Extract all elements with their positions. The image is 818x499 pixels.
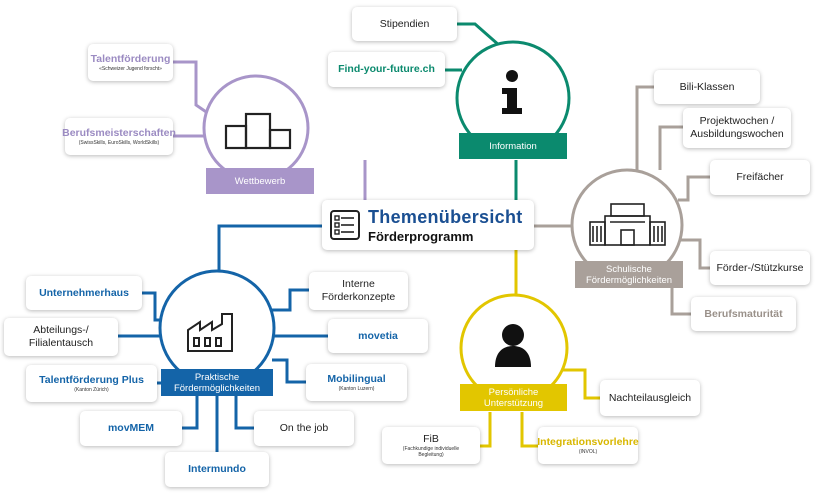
praktische-label-text: Praktische Fördermöglichkeiten xyxy=(173,371,261,394)
schulische-label-text: Schulische Fördermöglichkeiten xyxy=(585,263,673,286)
movetia-box[interactable]: movetia xyxy=(328,319,428,353)
item-title: Projektwochen / Ausbildungswochen xyxy=(690,115,784,140)
item-subtitle: (Kanton Zürich) xyxy=(74,387,109,393)
talentfoerderung-box[interactable]: Talentförderung «Schweizer Jugend forsch… xyxy=(88,44,173,81)
central-subtitle: Förderprogramm xyxy=(368,229,474,244)
mobilingual-box[interactable]: Mobilingual (Kanton Luzern) xyxy=(306,364,407,401)
item-title: Förder-/Stützkurse xyxy=(716,261,804,274)
item-title: Talentförderung Plus xyxy=(39,374,144,386)
talentfoerderung-plus-box[interactable]: Talentförderung Plus (Kanton Zürich) xyxy=(26,365,157,402)
foerder-stuetzkurse-box[interactable]: Förder-/Stützkurse xyxy=(710,251,810,285)
projektwochen-box[interactable]: Projektwochen / Ausbildungswochen xyxy=(683,108,791,148)
item-title: Find-your-future.ch xyxy=(338,63,435,75)
item-title: Nachteilausgleich xyxy=(608,391,692,404)
information-label-text: Information xyxy=(489,140,537,152)
information-label[interactable]: Information xyxy=(459,133,567,159)
item-subtitle: (Fachkundige individuelle Begleitung) xyxy=(402,446,460,458)
wettbewerb-label-text: Wettbewerb xyxy=(234,175,286,187)
item-title: On the job xyxy=(279,422,329,434)
item-title: Stipendien xyxy=(379,17,430,30)
school-building-icon xyxy=(589,203,666,246)
praktische-label[interactable]: Praktische Fördermöglichkeiten xyxy=(161,369,273,396)
list-document-icon xyxy=(330,210,360,240)
item-subtitle: (SwissSkills, EuroSkills, WorldSkills) xyxy=(78,140,160,146)
item-title: Intermundo xyxy=(188,463,246,475)
freifaecher-box[interactable]: Freifächer xyxy=(710,160,810,195)
info-icon xyxy=(502,70,522,114)
person-icon xyxy=(495,324,531,367)
central-title: Themenübersicht xyxy=(368,207,523,227)
item-title: Talentförderung xyxy=(90,53,171,65)
abteilungs-filialentausch-box[interactable]: Abteilungs-/ Filialentausch xyxy=(4,318,118,356)
bili-klassen-box[interactable]: Bili-Klassen xyxy=(654,70,760,104)
berufsmeisterschaften-box[interactable]: Berufsmeisterschaften (SwissSkills, Euro… xyxy=(62,118,176,155)
factory-icon xyxy=(187,313,233,352)
item-title: Mobilingual xyxy=(327,373,386,385)
item-title: Unternehmerhaus xyxy=(39,286,129,299)
wettbewerb-label[interactable]: Wettbewerb xyxy=(206,168,314,194)
item-title: movMEM xyxy=(107,422,155,434)
item-title: Berufsmaturität xyxy=(704,307,783,320)
movmem-box[interactable]: movMEM xyxy=(80,411,182,446)
persoenliche-label-text: Persönliche Unterstützung xyxy=(483,386,544,409)
item-title: FiB xyxy=(423,433,439,445)
item-title: Bili-Klassen xyxy=(679,80,735,93)
unternehmerhaus-box[interactable]: Unternehmerhaus xyxy=(26,276,142,310)
item-subtitle: «Schweizer Jugend forscht» xyxy=(99,66,162,72)
item-title: Freifächer xyxy=(736,171,784,183)
item-title: movetia xyxy=(358,329,398,342)
find-your-future-box[interactable]: Find-your-future.ch xyxy=(328,52,445,87)
fib-box[interactable]: FiB (Fachkundige individuelle Begleitung… xyxy=(382,427,480,464)
schulische-label[interactable]: Schulische Fördermöglichkeiten xyxy=(575,261,683,288)
intermundo-box[interactable]: Intermundo xyxy=(165,452,269,487)
on-the-job-box[interactable]: On the job xyxy=(254,411,354,446)
stipendien-box[interactable]: Stipendien xyxy=(352,7,457,41)
interne-foerderkonzepte-box[interactable]: Interne Förderkonzepte xyxy=(309,272,408,310)
berufsmaturitaet-box[interactable]: Berufsmaturität xyxy=(691,297,796,331)
persoenliche-label[interactable]: Persönliche Unterstützung xyxy=(460,384,567,411)
item-title: Interne Förderkonzepte xyxy=(321,278,396,303)
central-topic-box: Themenübersicht Förderprogramm xyxy=(322,200,534,250)
item-title: Berufsmeisterschaften xyxy=(62,127,176,139)
item-title: Abteilungs-/ Filialentausch xyxy=(28,324,94,349)
nachteilausgleich-box[interactable]: Nachteilausgleich xyxy=(600,380,700,416)
podium-icon xyxy=(224,112,292,150)
item-subtitle: (INVOL) xyxy=(578,449,598,455)
item-title: Integrationsvorlehre xyxy=(537,436,639,448)
item-subtitle: (Kanton Luzern) xyxy=(338,386,375,392)
integrationsvorlehre-box[interactable]: Integrationsvorlehre (INVOL) xyxy=(537,427,639,464)
